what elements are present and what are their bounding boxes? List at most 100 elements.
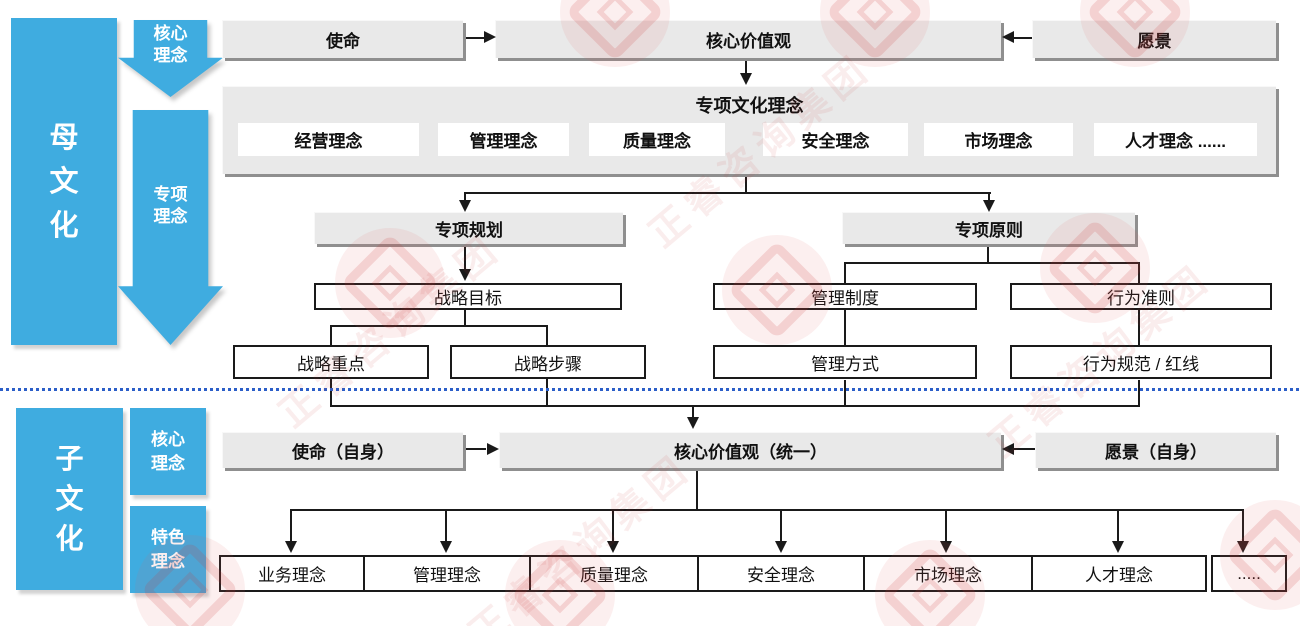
- child-mission-label: 使命（自身）: [292, 443, 394, 462]
- child-culture-rail: 子文化: [16, 408, 123, 590]
- connector-line: [464, 192, 991, 194]
- connector-line: [692, 407, 694, 417]
- connector-line: [462, 448, 486, 450]
- arrowhead-down-icon: [687, 417, 699, 429]
- special-culture-container: 专项文化理念 经营理念 管理理念 质量理念 安全理念 市场理念 人才理念 ...…: [222, 86, 1276, 174]
- arrowhead-down-icon: [983, 200, 995, 212]
- connector-line: [546, 327, 548, 345]
- strategic-focus-label: 战略重点: [297, 354, 365, 374]
- arrowhead-right-icon: [487, 443, 499, 455]
- arrowhead-down-icon: [775, 541, 787, 553]
- arrowhead-left-icon: [1002, 443, 1014, 455]
- connector-line: [696, 467, 698, 510]
- mission-label: 使命: [326, 32, 360, 51]
- connector-line: [464, 310, 466, 326]
- arrowhead-left-icon: [1002, 31, 1014, 43]
- connector-line: [988, 194, 990, 202]
- child-core-values-box: 核心价值观（统一）: [499, 432, 1001, 468]
- connector-line: [330, 405, 1140, 407]
- child-concept-talent: 人才理念: [1031, 555, 1207, 592]
- management-method-box: 管理方式: [713, 345, 977, 379]
- concept-box-business: 经营理念: [238, 123, 419, 156]
- strategic-focus-box: 战略重点: [233, 345, 429, 379]
- down-arrow-icon: 核心理念: [118, 20, 223, 97]
- child-core-concept-label: 核心理念: [151, 429, 185, 473]
- child-concept-safety: 安全理念: [697, 555, 865, 592]
- connector-line: [987, 243, 989, 263]
- special-concept-arrow: 专项理念: [118, 110, 223, 345]
- connector-line: [290, 509, 1244, 511]
- special-principles-label: 专项原则: [955, 221, 1023, 240]
- connector-line: [330, 379, 332, 406]
- vision-box: 愿景: [1032, 20, 1276, 58]
- connector-line: [844, 310, 846, 345]
- connector-line: [945, 509, 947, 541]
- concept-box-management: 管理理念: [438, 123, 569, 156]
- mother-culture-label: 母文化: [49, 121, 79, 242]
- special-planning-box: 专项规划: [314, 212, 623, 244]
- arrowhead-down-icon: [285, 541, 297, 553]
- section-divider-dotted-line: [0, 388, 1300, 391]
- behavior-norms-label: 行为规范 / 红线: [1082, 354, 1200, 374]
- connector-line: [1013, 448, 1035, 450]
- connector-line: [780, 509, 782, 541]
- special-concept-arrow-label: 专项理念: [153, 185, 188, 226]
- child-vision-box: 愿景（自身）: [1035, 432, 1276, 468]
- arrowhead-down-icon: [1112, 541, 1124, 553]
- connector-line: [1242, 509, 1244, 541]
- connector-line: [1138, 264, 1140, 283]
- strategic-steps-box: 战略步骤: [450, 345, 646, 379]
- core-concept-arrow: 核心理念: [118, 20, 223, 97]
- child-culture-label: 子文化: [55, 443, 84, 554]
- behavior-norms-box: 行为规范 / 红线: [1010, 345, 1272, 379]
- connector-line: [464, 194, 466, 202]
- arrowhead-down-icon: [740, 73, 752, 85]
- connector-line: [330, 327, 332, 345]
- connector-line: [745, 57, 747, 75]
- connector-line: [1138, 310, 1140, 345]
- arrowhead-down-icon: [459, 200, 471, 212]
- connector-line: [745, 173, 747, 193]
- concept-box-market: 市场理念: [924, 123, 1073, 156]
- connector-line: [546, 379, 548, 406]
- connector-line: [330, 325, 548, 327]
- arrowhead-down-icon: [440, 541, 452, 553]
- child-feature-concept-label: 特色理念: [151, 527, 185, 571]
- connector-line: [445, 509, 447, 541]
- connector-line: [844, 264, 846, 283]
- arrowhead-down-icon: [459, 269, 471, 281]
- connector-line: [1138, 380, 1140, 406]
- code-of-conduct-box: 行为准则: [1010, 283, 1272, 310]
- management-system-label: 管理制度: [811, 289, 879, 308]
- child-concept-management: 管理理念: [363, 555, 531, 592]
- connector-line: [462, 37, 486, 39]
- connector-line: [290, 509, 292, 541]
- child-vision-label: 愿景（自身）: [1105, 443, 1207, 462]
- management-system-box: 管理制度: [713, 283, 977, 310]
- connector-line: [1013, 37, 1035, 39]
- core-concept-arrow-label: 核心理念: [153, 24, 188, 65]
- arrowhead-down-icon: [940, 541, 952, 553]
- arrowhead-down-icon: [1237, 541, 1249, 553]
- mission-box: 使命: [222, 20, 463, 58]
- special-culture-title: 专项文化理念: [695, 96, 804, 116]
- child-feature-concept-chip: 特色理念: [130, 506, 206, 593]
- concept-box-safety: 安全理念: [763, 123, 908, 156]
- mother-culture-rail: 母文化: [11, 18, 117, 345]
- special-planning-label: 专项规划: [435, 221, 503, 240]
- connector-line: [612, 509, 614, 541]
- core-values-label: 核心价值观: [706, 32, 791, 51]
- connector-line: [844, 262, 1140, 264]
- concept-box-quality: 质量理念: [589, 123, 725, 156]
- special-principles-box: 专项原则: [842, 212, 1135, 244]
- child-core-concept-chip: 核心理念: [130, 408, 206, 495]
- strategic-goal-label: 战略目标: [434, 289, 502, 308]
- child-mission-box: 使命（自身）: [222, 432, 463, 468]
- strategic-goal-box: 战略目标: [314, 283, 622, 310]
- child-core-values-label: 核心价值观（统一）: [674, 443, 827, 462]
- child-concept-business: 业务理念: [219, 555, 365, 592]
- connector-line: [1117, 509, 1119, 541]
- vision-label: 愿景: [1137, 32, 1172, 51]
- management-method-label: 管理方式: [811, 354, 879, 374]
